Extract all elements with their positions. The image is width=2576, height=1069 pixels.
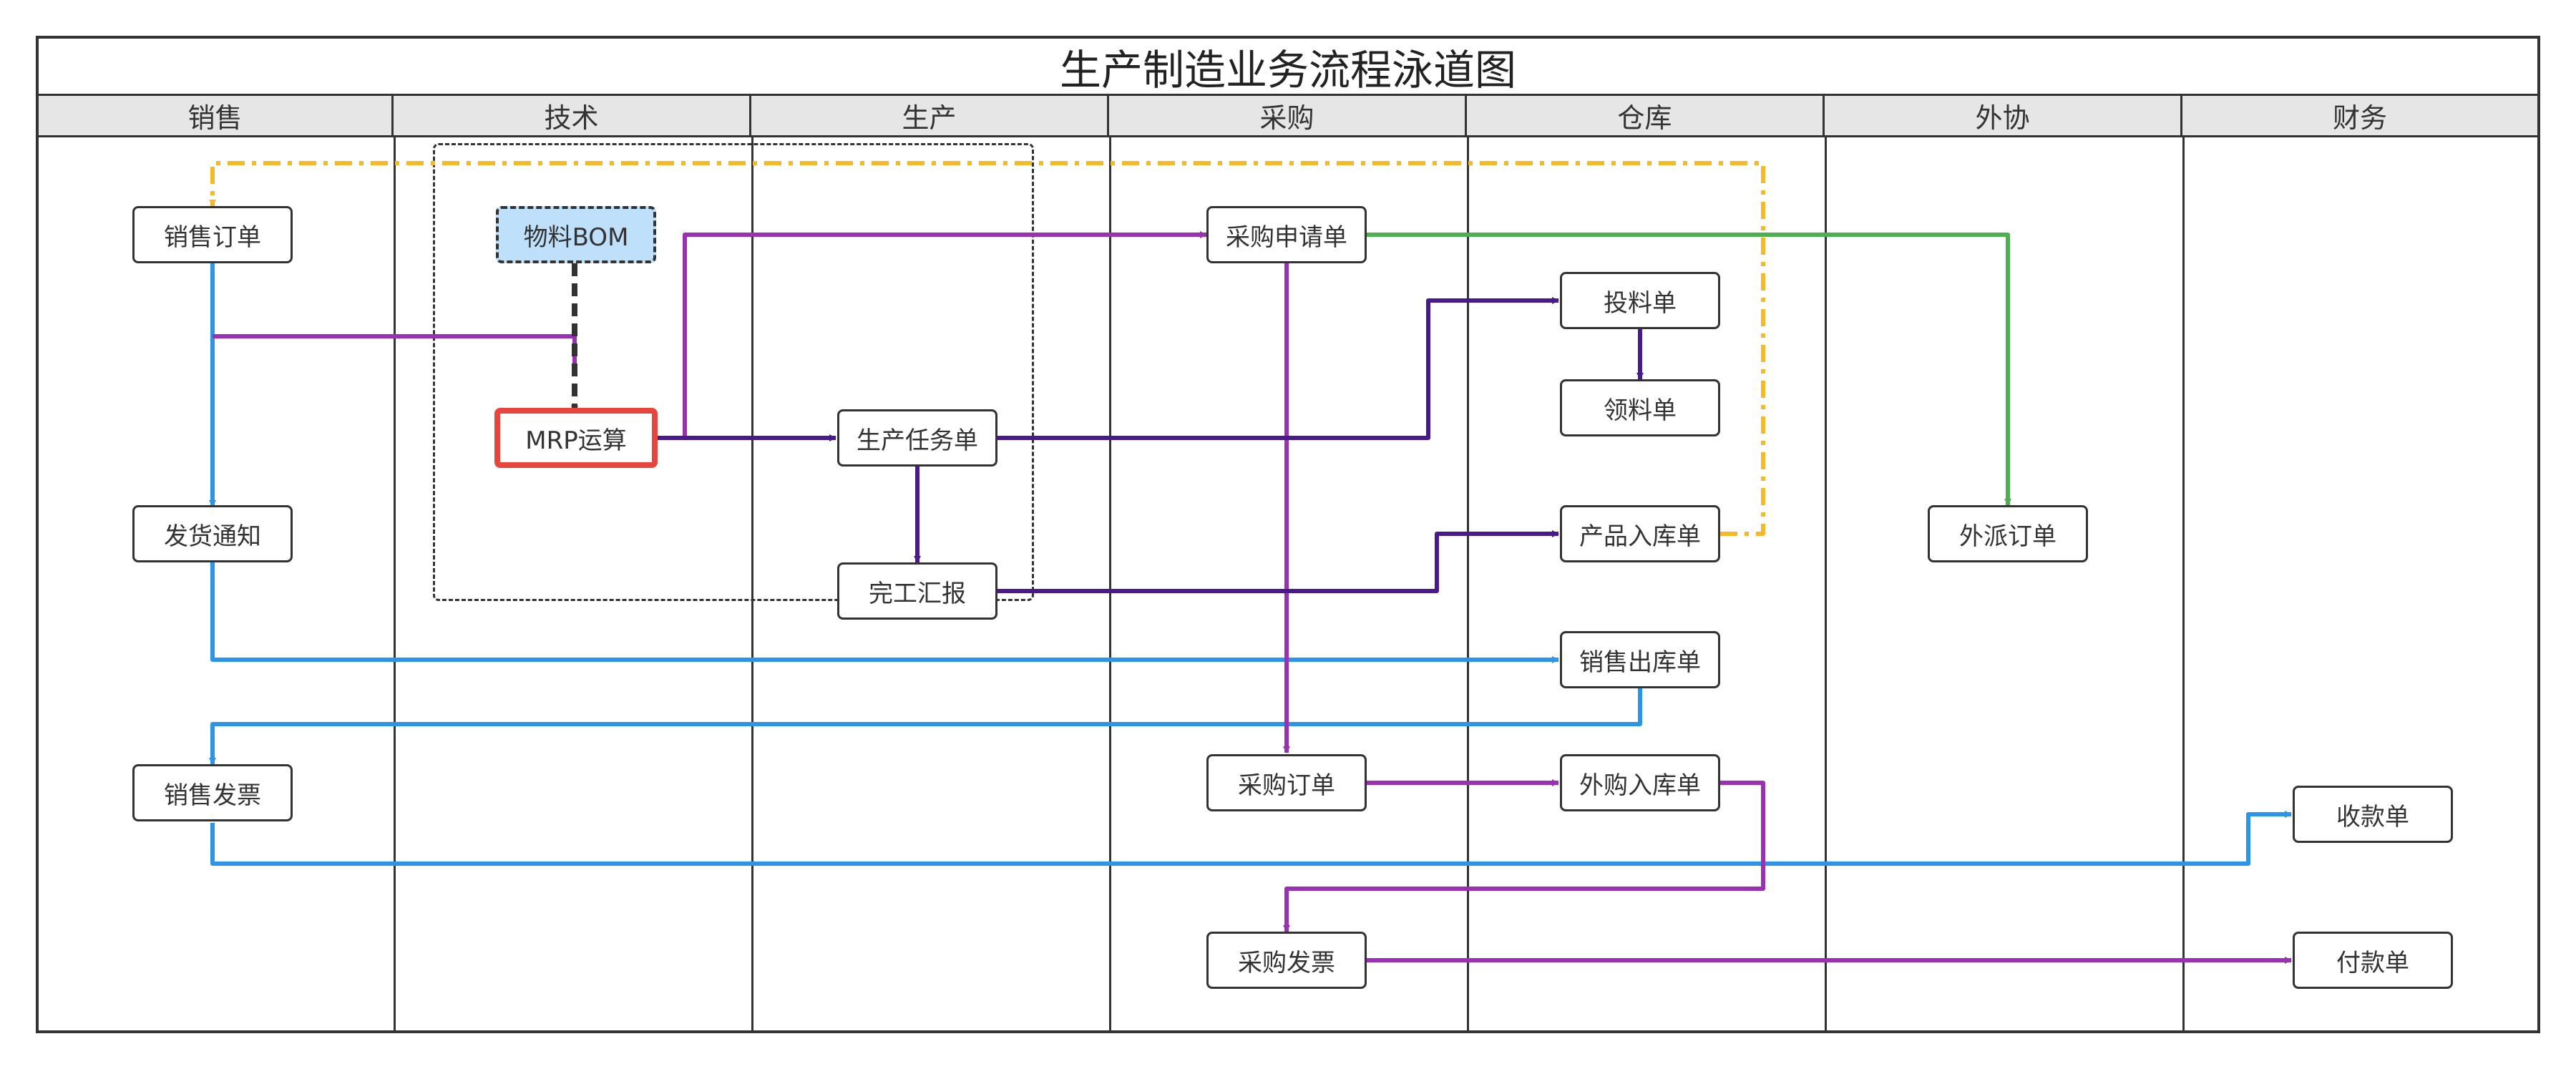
node-pick-order[interactable]: 领料单 [1560,379,1720,436]
lane-divider [2182,137,2185,1030]
node-completion-report[interactable]: 完工汇报 [837,562,997,620]
node-ship-notice[interactable]: 发货通知 [132,505,293,562]
tech-production-group-frame [433,143,1034,601]
node-outsource-order[interactable]: 外派订单 [1928,505,2088,562]
lane-header-sales: 销售 [39,96,394,137]
node-sales-order[interactable]: 销售订单 [132,206,293,263]
node-purchase-order[interactable]: 采购订单 [1206,754,1367,811]
diagram-title: 生产制造业务流程泳道图 [39,39,2537,96]
node-payment[interactable]: 付款单 [2293,932,2453,989]
lane-divider [1109,137,1111,1030]
edge-completion-to-product-in [997,530,1559,593]
lane-divider [1467,137,1469,1030]
edge-prod-task-to-feed-order [997,297,1559,440]
node-purchase-inbound[interactable]: 外购入库单 [1560,754,1720,811]
node-sales-outbound[interactable]: 销售出库单 [1560,631,1720,688]
lane-header-finance: 财务 [2182,96,2537,137]
node-mrp-run[interactable]: MRP运算 [494,408,658,468]
node-receipt[interactable]: 收款单 [2293,786,2453,843]
lane-header-production: 生产 [751,96,1109,137]
lane-header-purchase: 采购 [1109,96,1467,137]
lane-divider [751,137,753,1030]
swimlane-board: 生产制造业务流程泳道图 销售 技术 生产 采购 仓库 外协 财务 [36,36,2540,1033]
edge-purchase-req-to-outsource-order [1367,233,2011,506]
edge-product-in-to-sales-order [209,161,1765,536]
node-feed-order[interactable]: 投料单 [1560,272,1720,329]
edge-sales-invoice-to-receipt [210,811,2292,866]
edge-purchase-in-to-purchase-invoice [1283,781,1765,932]
lane-divider [1825,137,1827,1030]
node-purchase-invoice[interactable]: 采购发票 [1206,932,1367,989]
lane-header-tech: 技术 [394,96,751,137]
edge-sales-out-to-sales-invoice [209,688,1642,765]
lane-header-warehouse: 仓库 [1467,96,1825,137]
edge-sales-order-to-mrp [213,334,577,372]
node-purchase-request[interactable]: 采购申请单 [1206,206,1367,263]
lane-header-outsource: 外协 [1825,96,2182,137]
lane-divider [394,137,396,1030]
edge-ship-notice-to-sales-out [210,562,1559,663]
edge-mrp-to-purchase-req [656,231,1207,440]
node-product-inbound[interactable]: 产品入库单 [1560,505,1720,562]
node-sales-invoice[interactable]: 销售发票 [132,764,293,821]
node-material-bom[interactable]: 物料BOM [496,206,656,263]
node-production-task[interactable]: 生产任务单 [837,409,997,467]
